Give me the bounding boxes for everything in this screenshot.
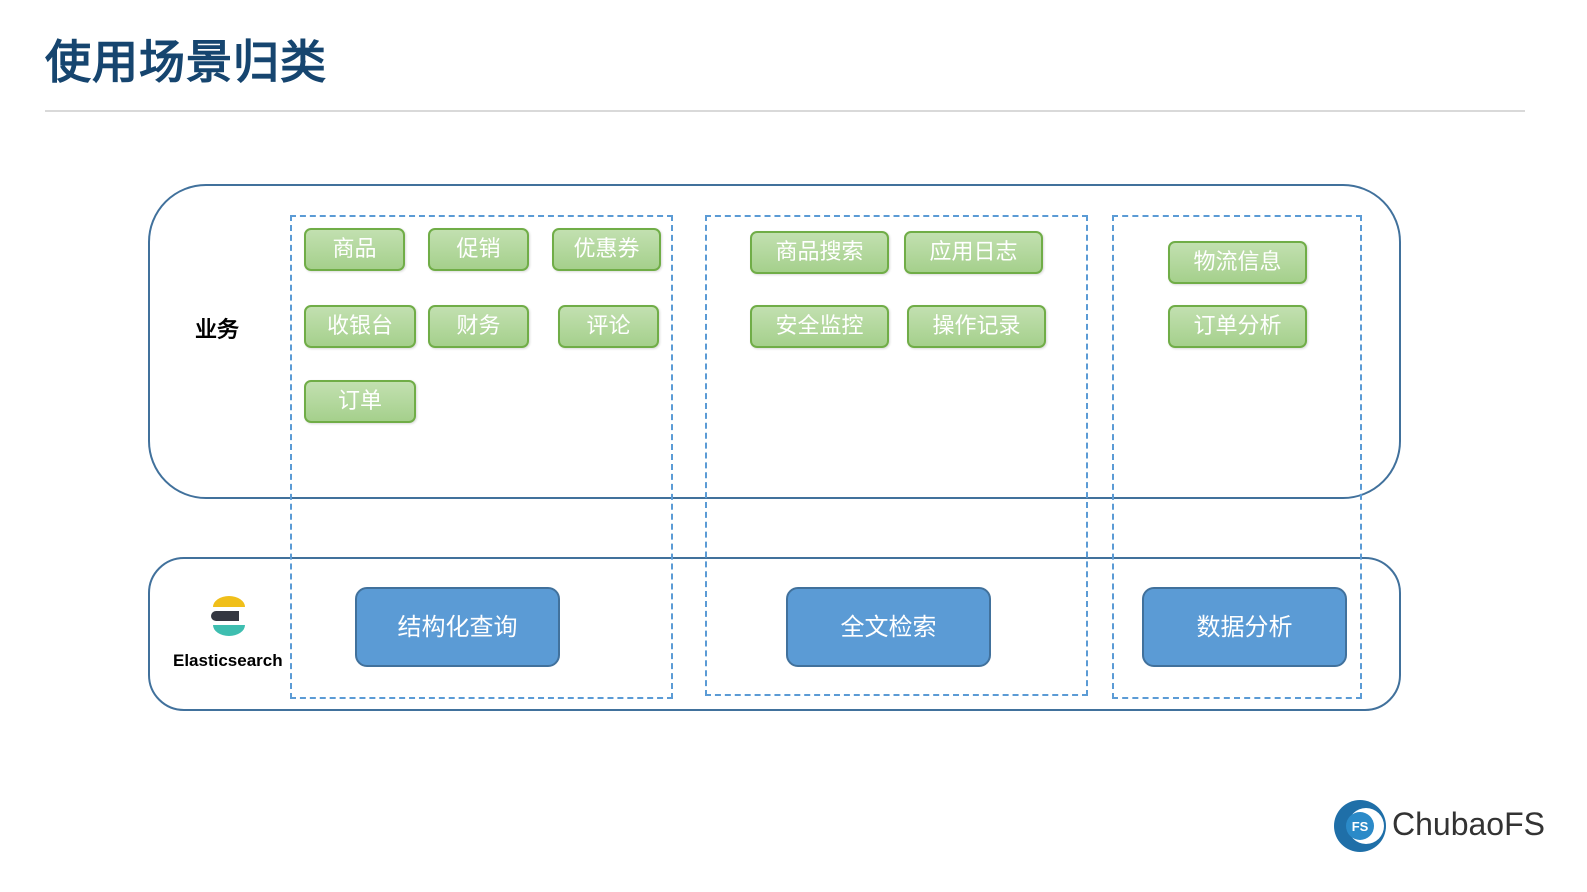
elasticsearch-panel (148, 557, 1401, 711)
chubaofs-logo-icon: FS (1334, 800, 1386, 852)
group-data-analysis (1112, 215, 1362, 699)
elasticsearch-label: Elasticsearch (173, 651, 283, 670)
tag-product: 商品 (304, 228, 405, 271)
capability-data-analysis: 数据分析 (1142, 587, 1347, 667)
elasticsearch-logo-icon (211, 596, 247, 636)
chubaofs-brand: ChubaoFS (1392, 806, 1545, 842)
capability-full-text-search: 全文检索 (786, 587, 991, 667)
capability-structured-query: 结构化查询 (355, 587, 560, 667)
tag-coupon: 优惠券 (552, 228, 661, 271)
page-title: 使用场景归类 (45, 35, 327, 89)
chubaofs-mark: FS (1352, 819, 1369, 834)
tag-operation-record: 操作记录 (907, 305, 1046, 348)
tag-logistics-info: 物流信息 (1168, 241, 1307, 284)
tag-review: 评论 (558, 305, 659, 348)
tag-order-analysis: 订单分析 (1168, 305, 1307, 348)
tag-finance: 财务 (428, 305, 529, 348)
tag-product-search: 商品搜索 (750, 231, 889, 274)
tag-promotion: 促销 (428, 228, 529, 271)
business-panel (148, 184, 1401, 499)
tag-security-monitor: 安全监控 (750, 305, 889, 348)
tag-order: 订单 (304, 380, 416, 423)
tag-cashier: 收银台 (304, 305, 416, 348)
tag-app-log: 应用日志 (904, 231, 1043, 274)
group-full-text-search (705, 215, 1088, 696)
group-structured-query (290, 215, 673, 699)
title-divider (45, 110, 1525, 112)
business-label: 业务 (195, 318, 240, 343)
